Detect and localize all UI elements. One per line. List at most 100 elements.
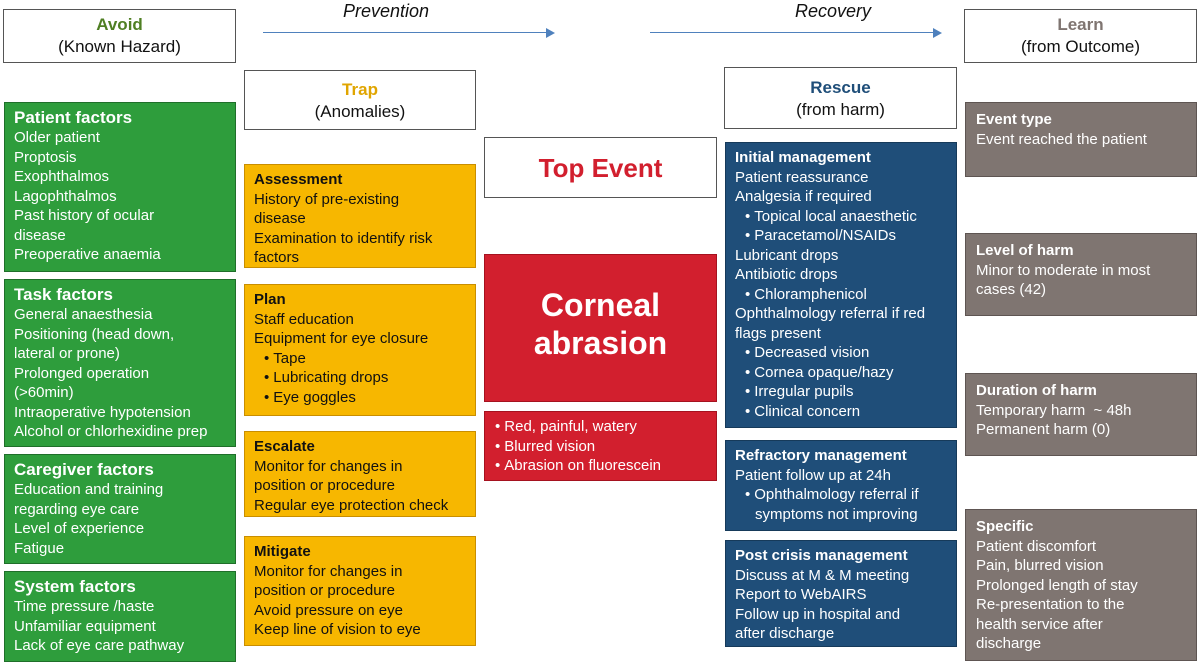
avoid-title: Avoid [96, 15, 143, 34]
trap-subtitle: (Anomalies) [314, 102, 406, 121]
list-item: Monitor for changes in [254, 457, 403, 475]
list-item: Lack of eye care pathway [14, 637, 185, 654]
list-item: disease [14, 226, 66, 244]
list-item: General anaesthesia [14, 306, 153, 323]
learn-title: Learn [1057, 15, 1104, 34]
symptom-item: Abrasion on fluorescein [495, 456, 708, 476]
list-item: Alcohol or chlorhexidine prep [14, 423, 208, 440]
list-item: (>60min) [14, 384, 74, 401]
level-of-harm-box: Level of harm Minor to moderate in most … [965, 233, 1197, 316]
list-item: disease [254, 210, 306, 227]
list-item: position or procedure [254, 477, 395, 494]
list-item: Lagophthalmos [14, 187, 117, 205]
bullet-item: Tape [254, 349, 467, 369]
bullet-item: Eye goggles [254, 388, 467, 408]
refractory-management-box: Refractory management Patient follow up … [725, 440, 957, 531]
system-factors-box: System factors Time pressure /haste Unfa… [4, 571, 236, 662]
box-title: Initial management [735, 149, 871, 166]
symptoms-box: Red, painful, watery Blurred vision Abra… [484, 411, 717, 481]
box-title: Refractory management [735, 447, 907, 464]
rescue-title: Rescue [810, 78, 871, 97]
list-item: Patient discomfort [976, 537, 1097, 555]
list-item: Staff education [254, 310, 354, 328]
list-item: regarding eye care [14, 500, 140, 518]
bullet-item: Lubricating drops [254, 368, 467, 388]
list-item: factors [254, 249, 300, 266]
list-item: Lubricant drops [735, 246, 839, 264]
list-item: Equipment for eye closure [254, 330, 429, 347]
initial-management-box: Initial management Patient reassurance A… [725, 142, 957, 428]
box-title: Mitigate [254, 543, 311, 560]
box-title: Caregiver factors [14, 460, 154, 479]
learn-subtitle: (from Outcome) [1020, 37, 1141, 56]
list-item: History of pre-existing [254, 190, 400, 208]
box-title: Escalate [254, 438, 315, 455]
list-item: Re-presentation to the [976, 596, 1125, 613]
box-title: Assessment [254, 171, 343, 188]
box-title: Patient factors [14, 108, 133, 127]
list-item: Education and training [14, 481, 164, 498]
list-item: discharge [976, 635, 1042, 652]
list-item: Prolonged length of stay [976, 576, 1138, 594]
bullet-item: Ophthalmology referral if [735, 485, 950, 505]
list-item: Monitor for changes in [254, 562, 403, 580]
list-item: position or procedure [254, 582, 395, 599]
bullet-continuation: symptoms not improving [755, 505, 918, 523]
box-title: Level of harm [976, 242, 1074, 259]
trap-header: Trap (Anomalies) [244, 70, 476, 130]
list-item: Minor to moderate in most [976, 261, 1151, 279]
list-item: flags present [735, 324, 821, 342]
plan-box: Plan Staff education Equipment for eye c… [244, 284, 476, 416]
symptom-item: Blurred vision [495, 437, 708, 457]
top-event-box: Top Event [484, 137, 717, 198]
list-item: Patient reassurance [735, 168, 869, 186]
list-item: Keep line of vision to eye [254, 621, 421, 638]
list-item: Avoid pressure on eye [254, 601, 403, 619]
list-item: Unfamiliar equipment [14, 617, 156, 635]
list-item: lateral or prone) [14, 345, 120, 362]
recovery-arrow [650, 27, 942, 38]
prevention-arrow [263, 27, 555, 38]
list-item: Antibiotic drops [735, 266, 838, 283]
corneal-line1: Corneal [540, 287, 661, 323]
bullet-item: Clinical concern [735, 402, 950, 422]
corneal-abrasion-box: Corneal abrasion [484, 254, 717, 402]
assessment-box: Assessment History of pre-existing disea… [244, 164, 476, 268]
list-item: Prolonged operation [14, 364, 150, 382]
learn-header: Learn (from Outcome) [964, 9, 1197, 63]
list-item: Permanent harm (0) [976, 421, 1111, 438]
list-item: Ophthalmology referral if red [735, 305, 926, 322]
box-title: Event type [976, 111, 1052, 128]
list-item: Follow up in hospital and [735, 605, 901, 623]
avoid-subtitle: (Known Hazard) [58, 37, 181, 56]
prevention-label: Prevention [343, 1, 430, 21]
avoid-header: Avoid (Known Hazard) [3, 9, 236, 63]
rescue-subtitle: (from harm) [796, 100, 885, 119]
top-event-label: Top Event [538, 153, 663, 183]
list-item: Time pressure /haste [14, 598, 155, 615]
task-factors-box: Task factors General anaesthesia Positio… [4, 279, 236, 447]
corneal-line2: abrasion [533, 325, 668, 361]
duration-of-harm-box: Duration of harm Temporary harm ~ 48h Pe… [965, 373, 1197, 456]
bullet-item: Topical local anaesthetic [735, 207, 950, 227]
event-type-box: Event type Event reached the patient [965, 102, 1197, 177]
box-title: Task factors [14, 285, 113, 304]
list-item: Regular eye protection check [254, 496, 449, 514]
list-item: Discuss at M & M meeting [735, 566, 910, 584]
list-item: Past history of ocular [14, 207, 155, 224]
list-item: health service after [976, 615, 1103, 633]
bullet-item: Cornea opaque/hazy [735, 363, 950, 383]
list-item: Temporary harm ~ 48h [976, 401, 1132, 419]
escalate-box: Escalate Monitor for changes in position… [244, 431, 476, 517]
box-title: Plan [254, 291, 286, 308]
recovery-label: Recovery [795, 1, 872, 21]
list-item: Examination to identify risk [254, 229, 433, 247]
list-item: Older patient [14, 129, 100, 146]
caregiver-factors-box: Caregiver factors Education and training… [4, 454, 236, 564]
box-title: Duration of harm [976, 382, 1097, 399]
mitigate-box: Mitigate Monitor for changes in position… [244, 536, 476, 646]
symptom-item: Red, painful, watery [495, 417, 708, 437]
bullet-item: Decreased vision [735, 343, 950, 363]
box-title: Post crisis management [735, 547, 908, 564]
list-item: Event reached the patient [976, 130, 1147, 148]
